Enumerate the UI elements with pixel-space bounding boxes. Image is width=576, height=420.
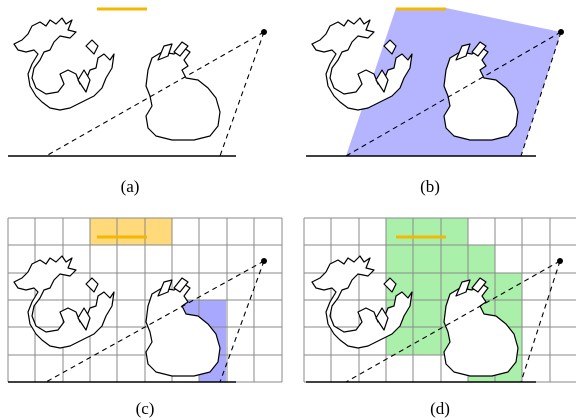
light-cells xyxy=(90,218,172,245)
panel-b: (b) xyxy=(306,7,564,196)
panel-d: (d) xyxy=(303,217,576,418)
grid-c xyxy=(7,217,283,383)
grid-d xyxy=(303,217,576,383)
shadow-ray-right-b xyxy=(520,31,562,157)
bunny-icon xyxy=(145,277,221,377)
green-cells xyxy=(386,218,468,245)
caption-b: (b) xyxy=(420,177,440,196)
shadow-ray-left-d xyxy=(345,260,561,383)
shadow-ray-right-a xyxy=(219,31,265,157)
caption-d: (d) xyxy=(430,399,450,418)
bunny-icon xyxy=(145,41,221,141)
caption-a: (a) xyxy=(121,177,140,196)
shadow-ray-left-c xyxy=(45,260,265,383)
dragon-icon xyxy=(13,255,115,349)
panel-c: (c) xyxy=(7,217,283,418)
panel-a: (a) xyxy=(8,7,267,196)
caption-c: (c) xyxy=(136,399,155,418)
dragon-icon xyxy=(13,17,115,111)
shadow-ray-left-a xyxy=(45,31,265,157)
shadow-ray-right-c xyxy=(219,260,265,383)
shadow-ray-right-d xyxy=(520,260,561,383)
